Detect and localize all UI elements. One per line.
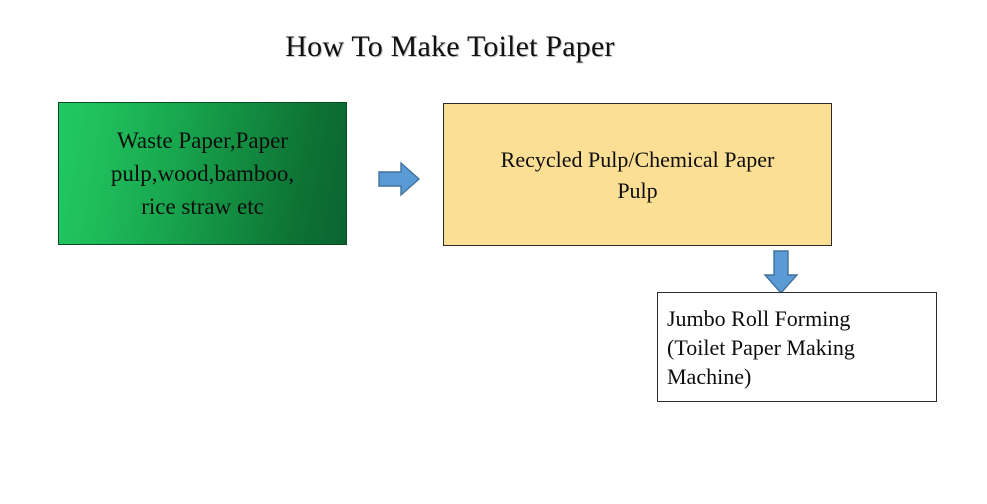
arrow-down-icon: [763, 250, 799, 295]
arrow-right-icon: [378, 161, 421, 197]
line-1: Recycled Pulp/Chemical Paper: [500, 146, 775, 172]
flow-node-raw-materials-label: Waste Paper,Paper pulp,wood,bamboo, rice s…: [59, 124, 346, 223]
page-title: How To Make Toilet Paper: [285, 30, 615, 63]
line-2: pulp,wood,bamboo,: [110, 161, 295, 186]
line-1: Waste Paper,Paper: [117, 128, 288, 153]
line-1: Jumbo Roll Forming: [667, 305, 851, 331]
line-2: Pulp: [617, 177, 658, 203]
flow-node-raw-materials: Waste Paper,Paper pulp,wood,bamboo, rice s…: [58, 102, 347, 245]
line-3: Machine): [667, 363, 752, 389]
line-2: (Toilet Paper Making: [667, 334, 855, 360]
line-3: rice straw etc: [141, 194, 264, 219]
